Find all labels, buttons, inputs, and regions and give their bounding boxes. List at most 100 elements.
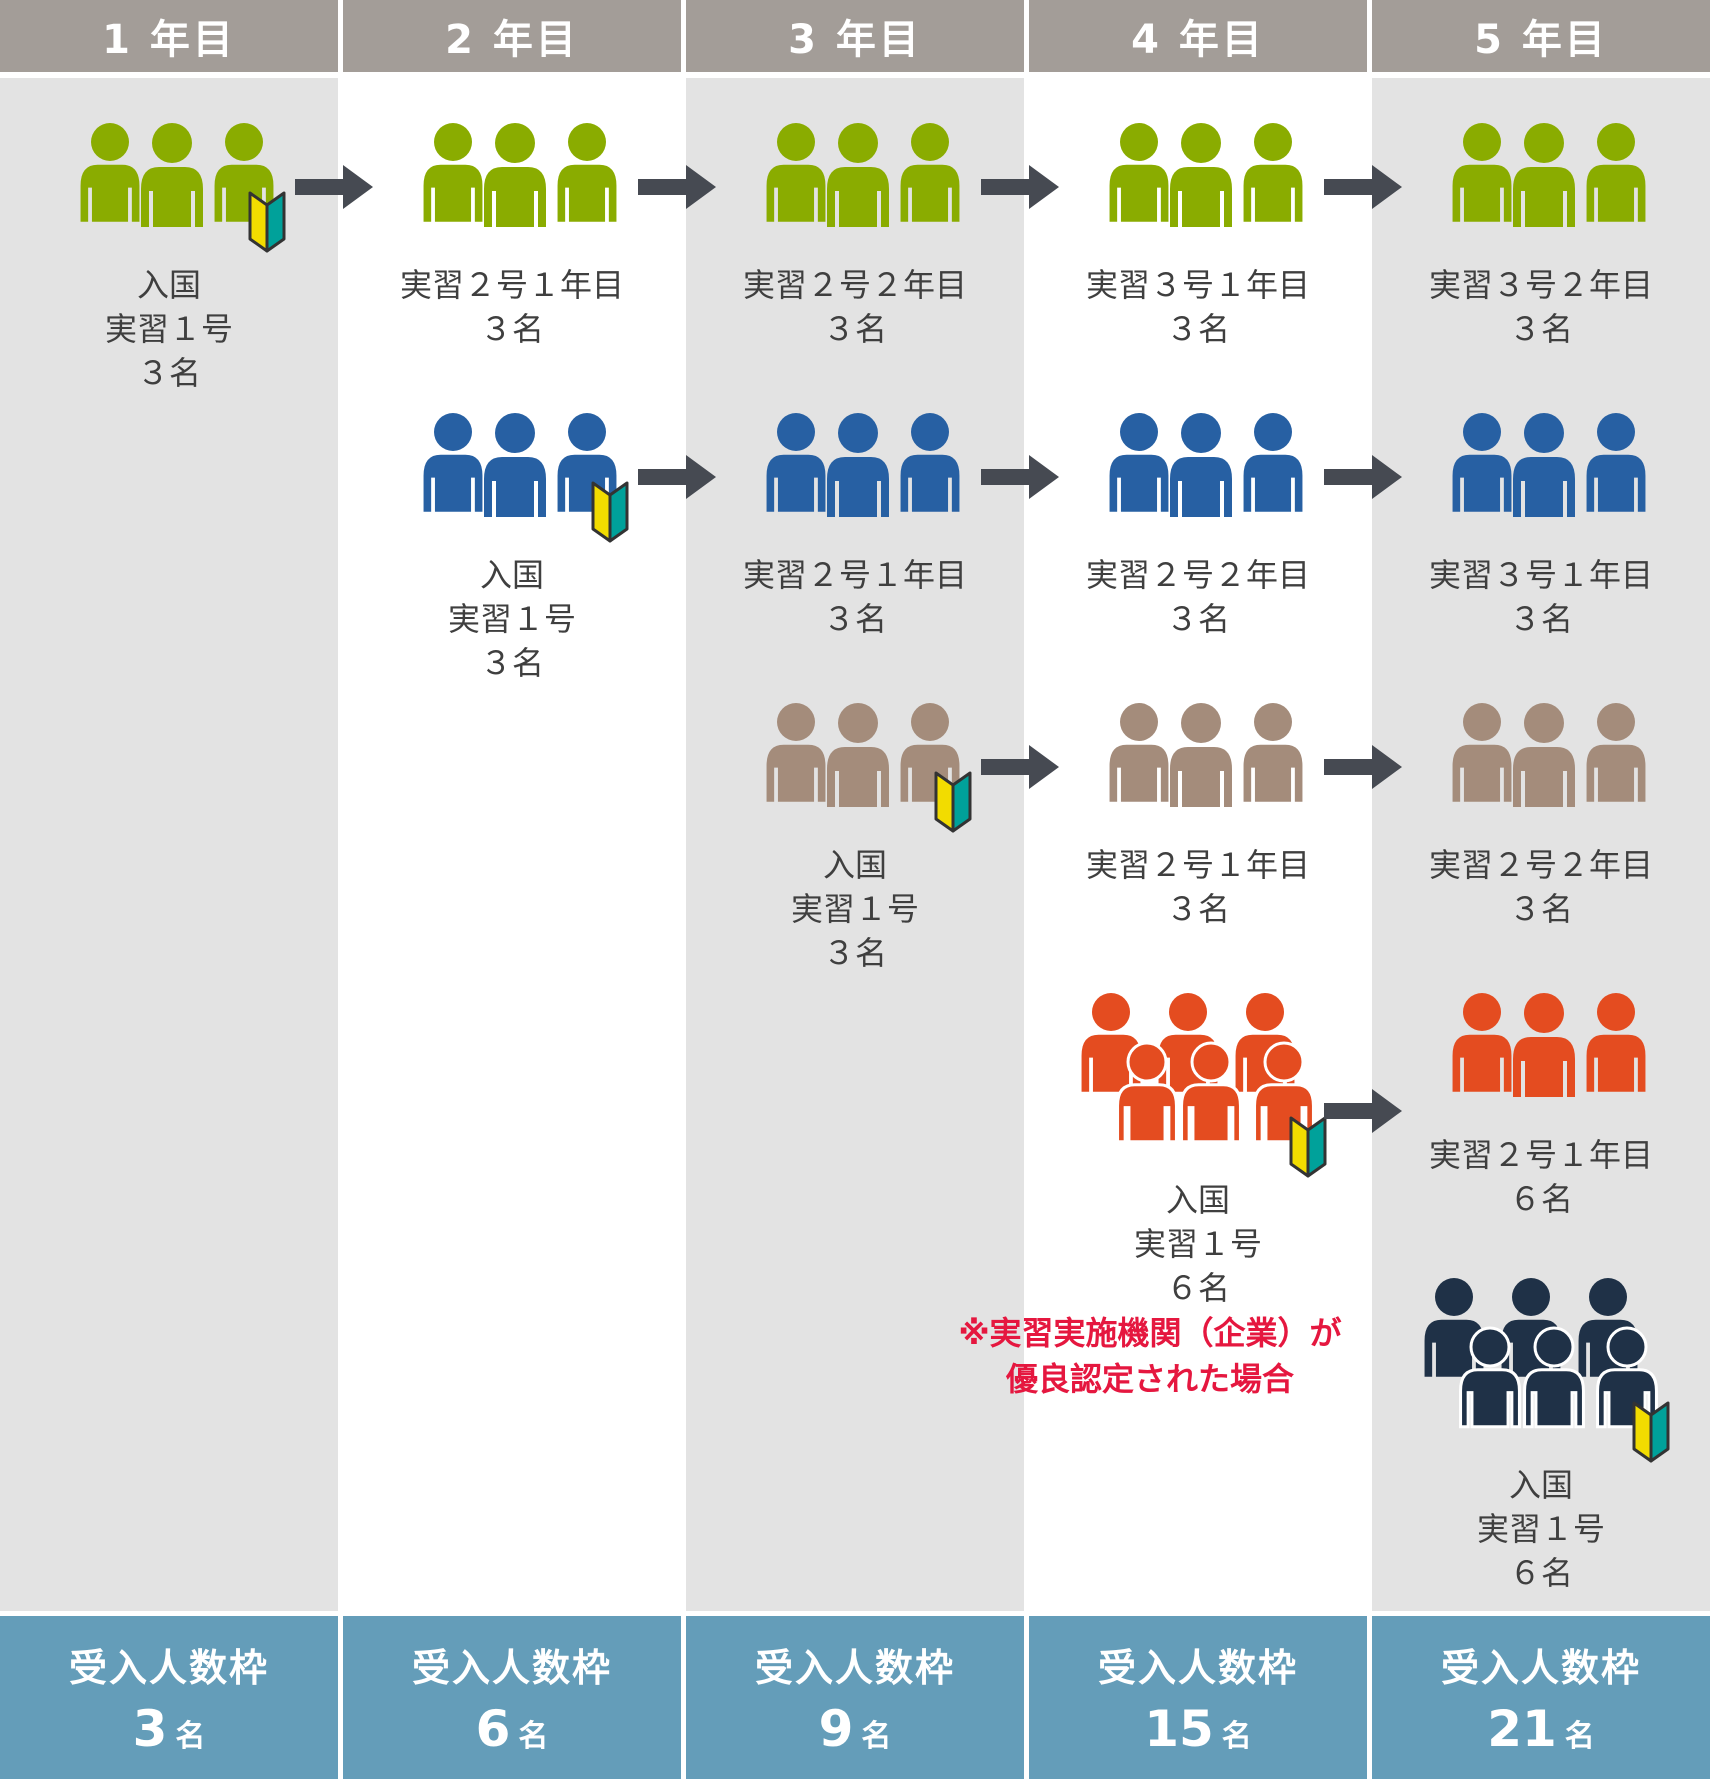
beginner-mark-icon xyxy=(1632,1401,1670,1463)
person-icon xyxy=(766,413,826,512)
person-icon xyxy=(900,123,960,222)
person-icon xyxy=(1459,1326,1521,1429)
capacity-count: 3 名 xyxy=(133,1700,206,1758)
people-group xyxy=(1452,703,1646,807)
right-arrow-icon xyxy=(295,165,373,209)
person-icon xyxy=(766,703,826,802)
person-icon xyxy=(1170,123,1232,227)
people-group xyxy=(766,703,972,833)
person-icon xyxy=(766,123,826,222)
right-arrow-icon xyxy=(981,745,1059,789)
stage-label-line: 入国 xyxy=(1165,1181,1230,1219)
capacity-footer: 受入人数枠 15 名 xyxy=(1029,1616,1367,1779)
capacity-label: 受入人数枠 xyxy=(411,1646,612,1690)
stage-label-line: ３名 xyxy=(1165,600,1230,638)
person-icon xyxy=(1243,123,1303,222)
person-icon xyxy=(423,123,483,222)
stage-label-line: ６名 xyxy=(1508,1554,1573,1592)
right-arrow-icon xyxy=(981,455,1059,499)
stage-label: 実習２号２年目 ３名 xyxy=(1029,553,1367,641)
people-group xyxy=(766,123,960,227)
people-group xyxy=(1452,123,1646,227)
person-icon xyxy=(1513,123,1575,227)
person-icon xyxy=(1243,703,1303,802)
person-icon xyxy=(557,123,617,222)
stage-label-line: 実習１号 xyxy=(1133,1225,1262,1263)
person-icon xyxy=(827,123,889,227)
stage-label-line: ３名 xyxy=(822,934,887,972)
people-group xyxy=(1109,703,1303,807)
stage-label-line: ３名 xyxy=(479,310,544,348)
capacity-label: 受入人数枠 xyxy=(1440,1646,1641,1690)
capacity-footer: 受入人数枠 21 名 xyxy=(1372,1616,1710,1779)
person-icon xyxy=(484,413,546,517)
person-icon xyxy=(1513,413,1575,517)
stage-label-line: 実習１号 xyxy=(1476,1510,1605,1548)
person-icon xyxy=(1109,413,1169,512)
beginner-mark-icon xyxy=(934,771,972,833)
year-header: 5 年目 xyxy=(1372,0,1710,72)
note: ※実習実施機関（企業）が 優良認定された場合 xyxy=(930,1310,1370,1402)
person-icon xyxy=(1424,1278,1484,1377)
stage-label-line: 実習１号 xyxy=(447,600,576,638)
person-icon xyxy=(1452,413,1512,512)
beginner-mark-icon xyxy=(248,191,286,253)
stage-label: 入国実習１号 ６名 xyxy=(1372,1463,1710,1595)
note-line-2: 優良認定された場合 xyxy=(1005,1360,1294,1398)
person-icon xyxy=(1109,703,1169,802)
people-group xyxy=(423,123,617,227)
note-line-1: ※実習実施機関（企業）が xyxy=(958,1314,1342,1352)
stage-label-line: ６名 xyxy=(1508,1180,1573,1218)
stage-label-line: ６名 xyxy=(1165,1269,1230,1307)
beginner-mark-icon xyxy=(1289,1116,1327,1178)
year-column-1: 1 年目 受入人数枠 3 名 xyxy=(0,0,338,1779)
stage-label: 入国実習１号 ６名 xyxy=(1029,1178,1367,1310)
stage-label-line: 入国 xyxy=(136,266,201,304)
capacity-unit: 名 xyxy=(175,1719,206,1754)
year-column-3: 3 年目 受入人数枠 9 名 xyxy=(686,0,1024,1779)
stage-label-line: ３名 xyxy=(1165,890,1230,928)
person-icon xyxy=(141,123,203,227)
capacity-count: 15 名 xyxy=(1144,1700,1252,1758)
person-icon xyxy=(1513,993,1575,1097)
capacity-value: 3 xyxy=(132,1700,168,1758)
capacity-unit: 名 xyxy=(518,1719,549,1754)
right-arrow-icon xyxy=(1324,1089,1402,1133)
right-arrow-icon xyxy=(638,165,716,209)
people-group xyxy=(1424,1278,1670,1463)
capacity-value: 21 xyxy=(1487,1700,1557,1758)
year-header-label: 5 年目 xyxy=(1474,17,1608,63)
people-group xyxy=(766,413,960,517)
person-icon xyxy=(423,413,483,512)
stage-label-line: 入国 xyxy=(479,556,544,594)
year-body xyxy=(343,78,681,1611)
capacity-count: 21 名 xyxy=(1487,1700,1595,1758)
year-header-label: 2 年目 xyxy=(445,17,579,63)
stage-label-line: ３名 xyxy=(822,310,887,348)
year-header-label: 4 年目 xyxy=(1131,17,1265,63)
year-body xyxy=(686,78,1024,1611)
year-body xyxy=(0,78,338,1611)
person-icon xyxy=(1170,413,1232,517)
stage-label-line: 入国 xyxy=(1508,1466,1573,1504)
person-icon xyxy=(484,123,546,227)
capacity-footer: 受入人数枠 6 名 xyxy=(343,1616,681,1779)
person-icon xyxy=(1109,123,1169,222)
people-group xyxy=(1109,413,1303,517)
stage-label-line: 実習２号２年目 xyxy=(1085,556,1310,594)
people-group xyxy=(1109,123,1303,227)
stage-label-line: ３名 xyxy=(479,644,544,682)
year-header: 4 年目 xyxy=(1029,0,1367,72)
capacity-label: 受入人数枠 xyxy=(1097,1646,1298,1690)
stage-label-line: 実習２号１年目 xyxy=(1085,846,1310,884)
capacity-label: 受入人数枠 xyxy=(754,1646,955,1690)
capacity-unit: 名 xyxy=(1221,1719,1252,1754)
capacity-unit: 名 xyxy=(861,1719,892,1754)
person-icon xyxy=(1243,413,1303,512)
